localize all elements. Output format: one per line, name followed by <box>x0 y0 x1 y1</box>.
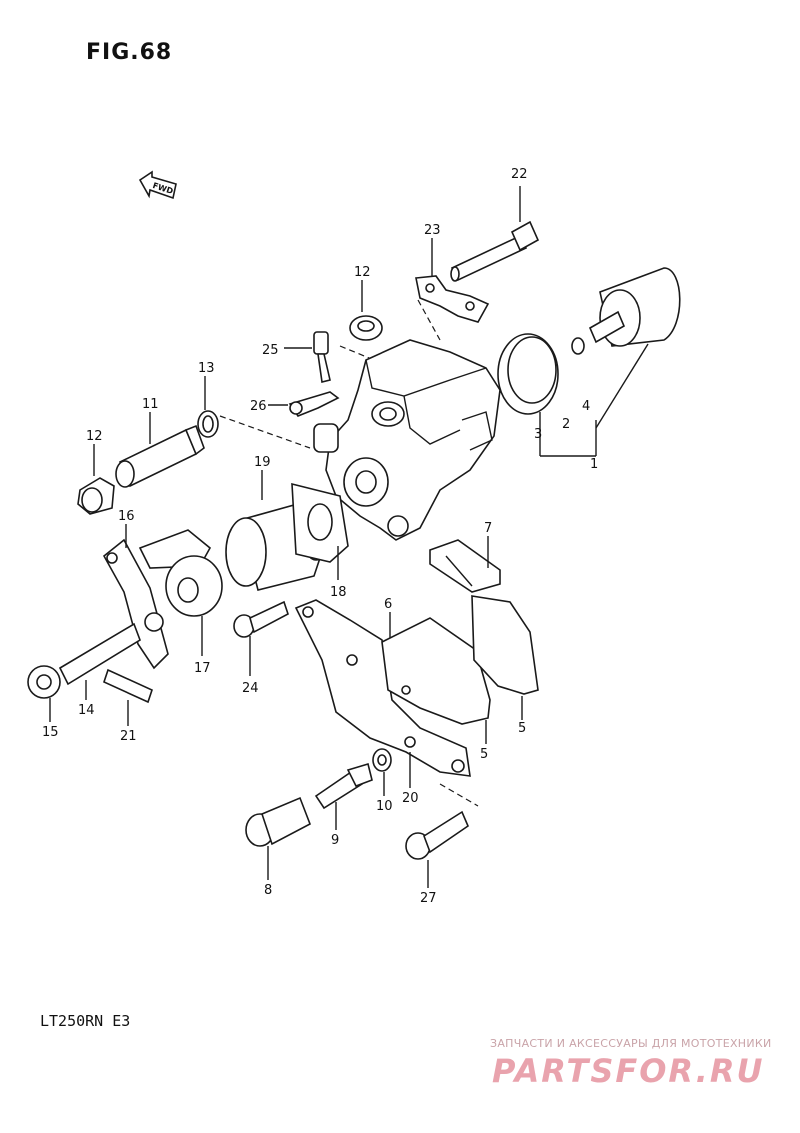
label-4: 4 <box>582 399 590 414</box>
part-6-bracket <box>294 599 471 777</box>
label-20: 20 <box>402 791 419 806</box>
part-15-nut <box>27 665 61 722</box>
label-8: 8 <box>264 883 272 898</box>
part-25-bleeder <box>284 331 331 383</box>
label-5-inner: 5 <box>480 747 488 762</box>
label-13: 13 <box>198 361 215 376</box>
part-11-pin <box>115 412 205 488</box>
label-7: 7 <box>484 521 492 536</box>
part-8-bolt <box>245 796 312 880</box>
caliper-body <box>313 339 501 541</box>
part-12-boot-upper <box>339 280 383 361</box>
part-18-gasket <box>291 482 349 580</box>
label-21: 21 <box>120 729 137 744</box>
label-10: 10 <box>376 799 393 814</box>
part-21-spring <box>103 668 153 726</box>
label-17: 17 <box>194 661 211 676</box>
label-24: 24 <box>242 681 259 696</box>
label-9: 9 <box>331 833 339 848</box>
part-14-adjuster-bolt <box>58 622 141 700</box>
figure-title: FIG.68 <box>86 40 173 65</box>
label-18: 18 <box>330 585 347 600</box>
part-10-washer <box>372 748 392 796</box>
label-1: 1 <box>590 457 598 472</box>
label-11: 11 <box>142 397 159 412</box>
label-26: 26 <box>250 399 267 414</box>
label-15: 15 <box>42 725 59 740</box>
watermark-logo: PARTSFOR.RU <box>492 1052 765 1090</box>
fwd-arrow: FWD <box>138 170 177 200</box>
label-14: 14 <box>78 703 95 718</box>
label-12-upper: 12 <box>354 265 371 280</box>
part-5-pad-inner <box>381 617 491 744</box>
part-22-bolt <box>450 186 540 282</box>
part-9-pin <box>314 762 373 830</box>
label-19: 19 <box>254 455 271 470</box>
label-22: 22 <box>511 167 528 182</box>
label-3: 3 <box>534 427 542 442</box>
part-17-roller <box>165 555 223 656</box>
part-5-pad-outer <box>471 595 539 720</box>
part-23-plate <box>415 238 490 341</box>
part-7-shim <box>429 536 501 593</box>
watermark-caption: ЗАПЧАСТИ И АКСЕССУАРЫ ДЛЯ МОТОТЕХНИКИ <box>490 1037 772 1050</box>
label-27: 27 <box>420 891 437 906</box>
label-2: 2 <box>562 417 570 432</box>
part-12-boot-lower <box>77 444 115 515</box>
part-27-bolt <box>405 783 479 888</box>
part-number-labels: 22 23 12 25 26 13 11 12 19 16 18 17 24 1… <box>42 167 598 906</box>
label-16: 16 <box>118 509 135 524</box>
part-24-bolt <box>233 600 289 676</box>
part-20-collar <box>404 736 416 788</box>
part-26-cap <box>268 391 340 417</box>
model-code: LT250RN E3 <box>40 1012 131 1030</box>
label-23: 23 <box>424 223 441 238</box>
label-5-outer: 5 <box>518 721 526 736</box>
label-6: 6 <box>384 597 392 612</box>
label-12-lower: 12 <box>86 429 103 444</box>
part-1-piston-assembly <box>497 267 681 457</box>
part-13-o-ring <box>197 376 311 449</box>
label-25: 25 <box>262 343 279 358</box>
